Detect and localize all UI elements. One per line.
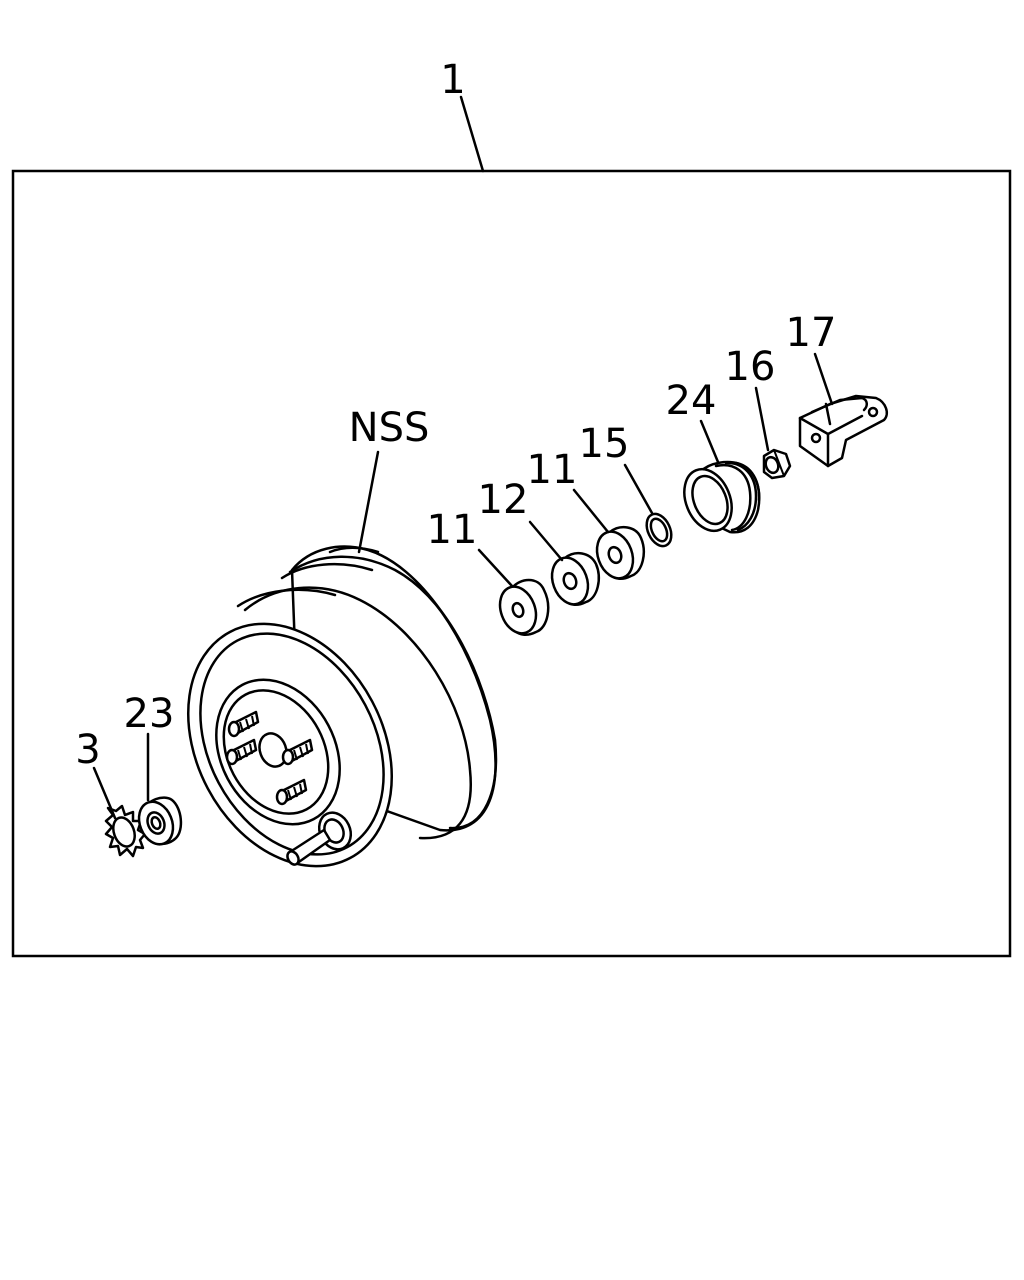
grommet[interactable] <box>133 796 183 850</box>
leader-11-a <box>477 548 514 588</box>
center-hole <box>258 732 288 768</box>
callout-11-b[interactable]: 11 <box>527 447 578 493</box>
callout-23[interactable]: 23 <box>124 691 175 737</box>
callout-17[interactable]: 17 <box>786 310 837 356</box>
callout-15[interactable]: 15 <box>579 421 630 467</box>
leader-24 <box>699 419 720 464</box>
booster-front-face <box>186 622 394 868</box>
callout-3[interactable]: 3 <box>75 727 100 773</box>
leader-12 <box>528 520 564 562</box>
leader-nss <box>357 450 380 554</box>
boot[interactable] <box>676 460 761 538</box>
leader-1 <box>459 95 485 173</box>
mounting-stud <box>227 710 260 738</box>
ring[interactable] <box>642 510 676 550</box>
vacuum-check-valve <box>286 811 353 866</box>
clevis[interactable] <box>798 394 888 468</box>
seal[interactable] <box>546 551 600 610</box>
callout-24[interactable]: 24 <box>666 378 717 424</box>
mounting-stud <box>225 738 258 766</box>
callout-nss[interactable]: NSS <box>349 405 430 451</box>
leader-3 <box>92 766 117 820</box>
mounting-stud <box>275 778 308 806</box>
leader-15 <box>623 463 654 515</box>
mounting-stud <box>281 738 314 766</box>
seal[interactable] <box>494 578 550 638</box>
leader-11-b <box>572 488 610 534</box>
leader-17 <box>813 352 834 406</box>
brake-booster[interactable] <box>148 545 498 902</box>
leader-16 <box>754 386 770 452</box>
seal[interactable] <box>591 525 645 584</box>
callout-1[interactable]: 1 <box>440 57 465 103</box>
callout-16[interactable]: 16 <box>725 344 776 390</box>
callout-12[interactable]: 12 <box>478 477 529 523</box>
nut[interactable] <box>762 448 792 480</box>
callout-11-a[interactable]: 11 <box>427 507 478 553</box>
assembly-frame <box>11 169 1012 958</box>
